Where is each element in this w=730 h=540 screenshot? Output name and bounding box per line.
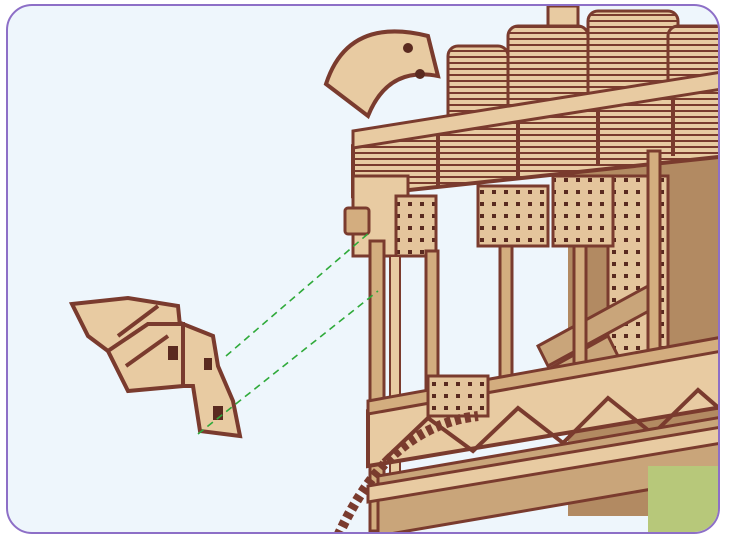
assembly-illustration (8, 6, 720, 534)
wooden-tower (326, 6, 720, 534)
loose-bracket-part (72, 298, 240, 436)
illustration-frame (6, 4, 720, 534)
